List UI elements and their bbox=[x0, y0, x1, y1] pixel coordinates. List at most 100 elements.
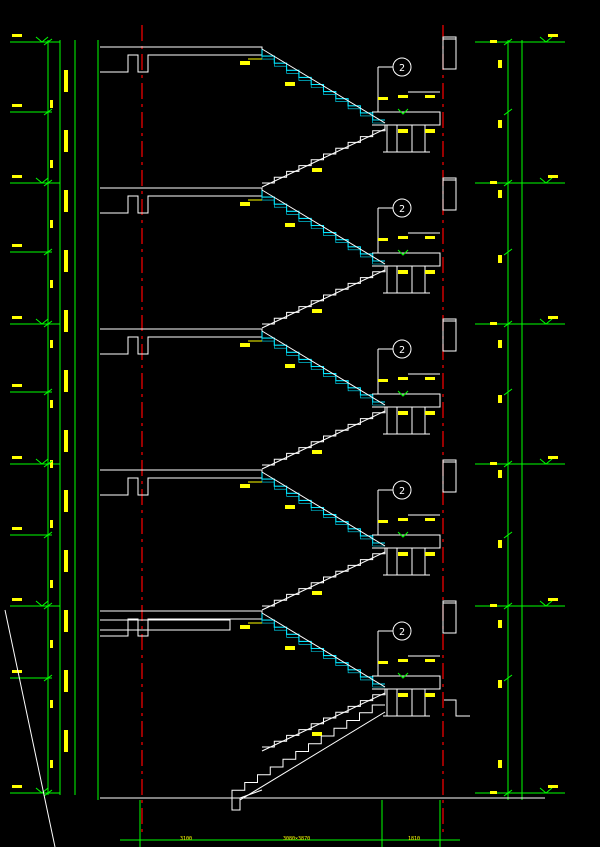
landing-level-triangle bbox=[397, 249, 409, 256]
landing-dim-text-a bbox=[378, 520, 388, 523]
landing-slab bbox=[372, 675, 441, 690]
landing-dim-text-b bbox=[398, 518, 408, 521]
left-dim-text bbox=[64, 490, 68, 512]
bottom-dim-right: 1810 bbox=[408, 836, 421, 842]
landing-level-triangle bbox=[397, 108, 409, 115]
right-dim-text bbox=[498, 680, 502, 688]
ground-stair-soffit bbox=[239, 711, 386, 801]
left-dim-text-small bbox=[50, 400, 53, 408]
landing-level-triangle bbox=[397, 672, 409, 679]
floor-slab bbox=[100, 469, 263, 496]
left-tick bbox=[43, 179, 53, 187]
right-level-mark bbox=[490, 791, 497, 794]
stair-soffit-down bbox=[261, 612, 386, 688]
bottom-dim-mid: 3080×3870 bbox=[283, 836, 311, 842]
right-level-label bbox=[548, 316, 558, 319]
stair-label-tb-up bbox=[312, 309, 322, 313]
stair-soffit-up bbox=[261, 269, 386, 329]
right-level-mark bbox=[490, 322, 497, 325]
landing-dim-text-c bbox=[425, 236, 435, 239]
right-level-label bbox=[548, 456, 558, 459]
left-tick bbox=[43, 460, 53, 468]
right-tick bbox=[503, 460, 513, 468]
right-level-triangle bbox=[539, 318, 553, 325]
landing-slab bbox=[372, 252, 441, 267]
stair-label-tb bbox=[285, 505, 295, 509]
left-level-label bbox=[12, 456, 22, 459]
stair-label-tb-up bbox=[312, 168, 322, 172]
right-wall-opening bbox=[442, 36, 457, 70]
landing-dim-text-c bbox=[425, 518, 435, 521]
first-floor-slab bbox=[100, 619, 231, 631]
ground-slab bbox=[100, 789, 263, 811]
right-level-triangle bbox=[539, 177, 553, 184]
left-level-triangle bbox=[35, 787, 49, 794]
landing-slab bbox=[372, 111, 441, 126]
stair-label-tl1 bbox=[240, 202, 250, 206]
left-tick bbox=[43, 602, 53, 610]
left-dim-text-small bbox=[50, 520, 53, 528]
stair-flight-up bbox=[262, 125, 386, 184]
stair-label-tl2 bbox=[398, 693, 408, 697]
left-mid-level-label bbox=[12, 104, 22, 107]
right-dim-text bbox=[498, 540, 502, 548]
right-dim-text bbox=[498, 340, 502, 348]
landing-slab bbox=[372, 534, 441, 549]
left-level-label bbox=[12, 316, 22, 319]
right-level-triangle bbox=[539, 787, 553, 794]
right-dim-text bbox=[498, 470, 502, 478]
left-dim-text-small bbox=[50, 700, 53, 708]
left-tick bbox=[43, 248, 53, 256]
stair-label-tl1 bbox=[240, 61, 250, 65]
right-tick bbox=[503, 179, 513, 187]
left-dim-text-small bbox=[50, 220, 53, 228]
right-level-mark bbox=[490, 604, 497, 607]
right-dim-text bbox=[498, 190, 502, 198]
landing-dim-text-a bbox=[378, 238, 388, 241]
floor-slab bbox=[100, 328, 263, 355]
stair-label-tl1 bbox=[240, 484, 250, 488]
left-level-triangle bbox=[35, 36, 49, 43]
right-level-label bbox=[548, 34, 558, 37]
right-dim-text bbox=[498, 620, 502, 628]
right-level-triangle bbox=[539, 36, 553, 43]
left-tick bbox=[43, 674, 53, 682]
left-tick bbox=[43, 789, 53, 797]
right-level-label bbox=[548, 598, 558, 601]
right-tick bbox=[503, 248, 513, 256]
stair-flight-down-shadow bbox=[261, 193, 385, 265]
stair-label-tb-up bbox=[312, 591, 322, 595]
stair-label-tl3 bbox=[425, 411, 435, 415]
right-tick bbox=[503, 674, 513, 682]
landing-dim-text-c bbox=[425, 377, 435, 380]
stair-label-tb-up bbox=[312, 450, 322, 454]
landing-level-triangle bbox=[397, 390, 409, 397]
site-boundary-line bbox=[4, 609, 56, 847]
stair-flight-up bbox=[262, 548, 386, 607]
left-dim-text-small bbox=[50, 340, 53, 348]
floor-slab bbox=[100, 610, 263, 637]
left-dim-text-small bbox=[50, 580, 53, 588]
right-tick bbox=[503, 320, 513, 328]
left-mid-level-label bbox=[12, 670, 22, 673]
left-dim-text-small bbox=[50, 460, 53, 468]
stair-label-tb-up bbox=[312, 732, 322, 736]
stair-label-tl3 bbox=[425, 693, 435, 697]
stair-label-tl2 bbox=[398, 552, 408, 556]
right-dim-text bbox=[498, 395, 502, 403]
stair-label-tl1 bbox=[240, 625, 250, 629]
left-tick bbox=[43, 108, 53, 116]
left-dim-text-small bbox=[50, 280, 53, 288]
landing-dim-text-a bbox=[378, 661, 388, 664]
stair-label-tl2 bbox=[398, 411, 408, 415]
axis-marker-number: 2 bbox=[399, 345, 405, 356]
right-level-mark bbox=[490, 40, 497, 43]
left-mid-level-label bbox=[12, 527, 22, 530]
right-wall-opening bbox=[442, 318, 457, 352]
left-level-triangle bbox=[35, 458, 49, 465]
stair-label-tb bbox=[285, 646, 295, 650]
landing-dim-text-b bbox=[398, 377, 408, 380]
stair-soffit-down bbox=[261, 189, 386, 265]
